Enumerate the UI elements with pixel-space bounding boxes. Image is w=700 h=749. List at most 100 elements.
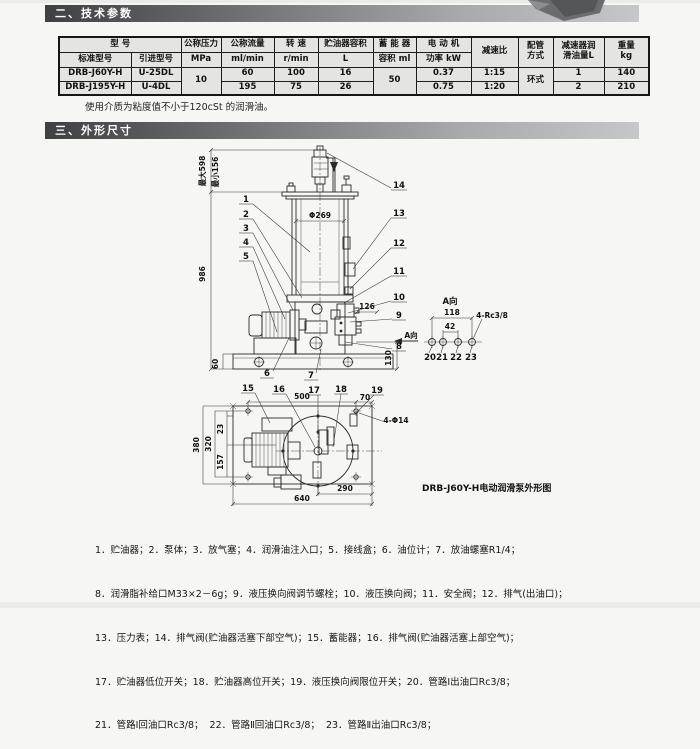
callout-13: 13 [393, 209, 405, 219]
parts-list: 1．贮油器；2．泵体；3．放气塞；4．润滑油注入口；5．接线盒；6．油位计；7．… [95, 515, 568, 749]
col-lube: 减速器润 滑油量L [552, 36, 605, 68]
cell-motor: 0.37 [415, 66, 472, 82]
col-tank-l1: 贮油器容积 [317, 36, 374, 53]
motor-front [248, 309, 307, 355]
side-port-block [346, 444, 359, 460]
callout-18: 18 [335, 385, 347, 395]
port-23: 23 [465, 353, 477, 363]
reservoir-diameter-dim: Φ269 [293, 211, 347, 224]
base-plate-front [232, 353, 394, 370]
cell-model-imp: U-4DL [130, 80, 182, 96]
cell-piping: 环式 [517, 66, 554, 96]
dim-118: 118 [444, 308, 460, 317]
top-view: 500 70 4-Φ14 380 320 23 157 290 [192, 384, 409, 507]
callout-10: 10 [393, 293, 405, 303]
dim-290: 290 [337, 484, 353, 493]
callout-15: 15 [242, 384, 254, 394]
dim-70: 70 [360, 393, 370, 402]
col-speed-l2: r/min [273, 51, 319, 68]
mounting-holes [243, 406, 361, 482]
callout-2: 2 [243, 210, 249, 220]
page-top-edge [0, 0, 700, 3]
thread-label: 4-Rc3/8 [476, 311, 508, 320]
cell-model-std: DRB-J60Y-H [58, 66, 132, 82]
cell-flow: 60 [220, 66, 275, 82]
col-accumulator-l2: 容积 ml [372, 51, 417, 68]
col-pressure-l2: MPa [180, 51, 222, 68]
dim-42: 42 [445, 322, 455, 331]
col-weight: 重量 kg [603, 36, 650, 68]
top-view-callouts: 15 16 17 18 19 [241, 384, 384, 448]
cell-speed: 100 [273, 66, 319, 82]
cell-pressure: 10 [180, 66, 222, 96]
cell-speed: 75 [273, 80, 319, 96]
detail-a-title: A向 [442, 296, 457, 307]
section-2-title: 二、技术参数 [55, 7, 133, 20]
cell-accumulator: 50 [372, 66, 417, 96]
oil-reservoir [281, 191, 359, 295]
front-right-dimensions: 126 130 A向 [354, 302, 418, 372]
cell-flow: 195 [220, 80, 275, 96]
reversing-valve-block [334, 303, 362, 346]
col-flow-l2: ml/min [220, 51, 275, 68]
callout-17: 17 [308, 386, 320, 396]
cell-ratio: 1:20 [470, 80, 519, 96]
cell-tank: 26 [317, 80, 374, 96]
col-model: 型 号 [58, 36, 182, 53]
parts-line-3: 13．压力表；14．排气阀(贮油器活塞下部空气)；15．蓄能器；16．排气阀(贮… [95, 632, 520, 644]
cell-model-imp: U-25DL [130, 66, 182, 82]
cell-model-std: DRB-J195Y-H [58, 80, 132, 96]
table-row: DRB-J60Y-H U-25DL 10 60 100 16 50 0.37 1… [58, 66, 650, 96]
callout-4: 4 [243, 238, 249, 248]
col-piping: 配管 方式 [517, 36, 554, 68]
detail-view-a: A向 118 42 4-Rc3/8 20 21 22 23 [424, 296, 508, 363]
dim-126: 126 [359, 302, 375, 311]
col-model-imp: 引进型号 [130, 51, 182, 68]
parts-line-2: 8．润滑脂补给口M33×2－6g；9．液压换向阀调节螺栓；10．液压换向阀；11… [95, 588, 568, 600]
outline-dimension-drawing: Φ269 [192, 145, 551, 507]
front-left-dimensions: 最大598 最小156 986 60 [197, 147, 317, 372]
dim-min-156: 最小156 [210, 157, 220, 188]
datasheet-page: { "page": { "section2_title": "二、技术参数", … [0, 0, 700, 731]
front-view: Φ269 [197, 145, 418, 381]
port-20: 20 [424, 353, 436, 363]
port-21: 21 [436, 353, 448, 363]
dim-total-986: 986 [198, 266, 207, 282]
col-motor-l2: 功率 kW [415, 51, 472, 68]
callout-11: 11 [393, 267, 405, 277]
dim-157: 157 [216, 454, 225, 470]
dim-380: 380 [192, 437, 201, 453]
cell-lube: 1 [552, 66, 605, 82]
col-model-std: 标准型号 [58, 51, 132, 68]
callout-14: 14 [393, 181, 405, 191]
callout-6: 6 [264, 369, 270, 379]
dim-320: 320 [204, 436, 213, 452]
technical-parameters-table: 型 号 公称压力 公称流量 转 速 贮油器容积 蓄 能 器 电 动 机 减速比 … [58, 36, 650, 96]
callout-7: 7 [308, 371, 314, 381]
junction-box-top [280, 474, 302, 490]
motor-top [243, 417, 301, 476]
table-row: DRB-J195Y-H U-4DL 195 75 26 0.75 1:20 2 … [58, 80, 650, 96]
front-callouts: 1 2 3 4 5 6 7 8 9 10 11 12 13 1 [239, 152, 407, 381]
limit-switch [349, 413, 358, 427]
section-2-header: 二、技术参数 [45, 5, 639, 22]
cell-weight: 140 [603, 66, 650, 82]
parts-line-1: 1．贮油器；2．泵体；3．放气塞；4．润滑油注入口；5．接线盒；6．油位计；7．… [95, 545, 521, 557]
dim-max-598: 最大598 [197, 156, 207, 187]
dim-base-60: 60 [211, 359, 220, 369]
col-flow-l1: 公称流量 [220, 36, 275, 53]
view-a-arrow-label: A向 [404, 330, 417, 340]
cell-ratio: 1:15 [470, 66, 519, 82]
cell-lube: 2 [552, 80, 605, 96]
parts-line-4: 17．贮油器低位开关；18．贮油器高位开关；19．液压换向阀限位开关；20．管路… [95, 676, 516, 688]
vent-valve-assembly [286, 145, 352, 193]
callout-1: 1 [243, 195, 249, 205]
drawing-caption: DRB-J60Y-H电动润滑泵外形图 [422, 482, 551, 494]
callout-16: 16 [273, 385, 285, 395]
medium-note: 使用介质为粘度值不小于120cSt 的润滑油。 [85, 102, 274, 113]
parts-line-5: 21．管路Ⅰ回油口Rc3/8； 22．管路Ⅱ回油口Rc3/8； 23．管路Ⅱ出油… [95, 720, 437, 732]
dim-130: 130 [384, 350, 393, 366]
dim-500: 500 [294, 392, 310, 401]
col-tank-l2: L [317, 51, 374, 68]
product-photo-fragment [528, 0, 605, 21]
